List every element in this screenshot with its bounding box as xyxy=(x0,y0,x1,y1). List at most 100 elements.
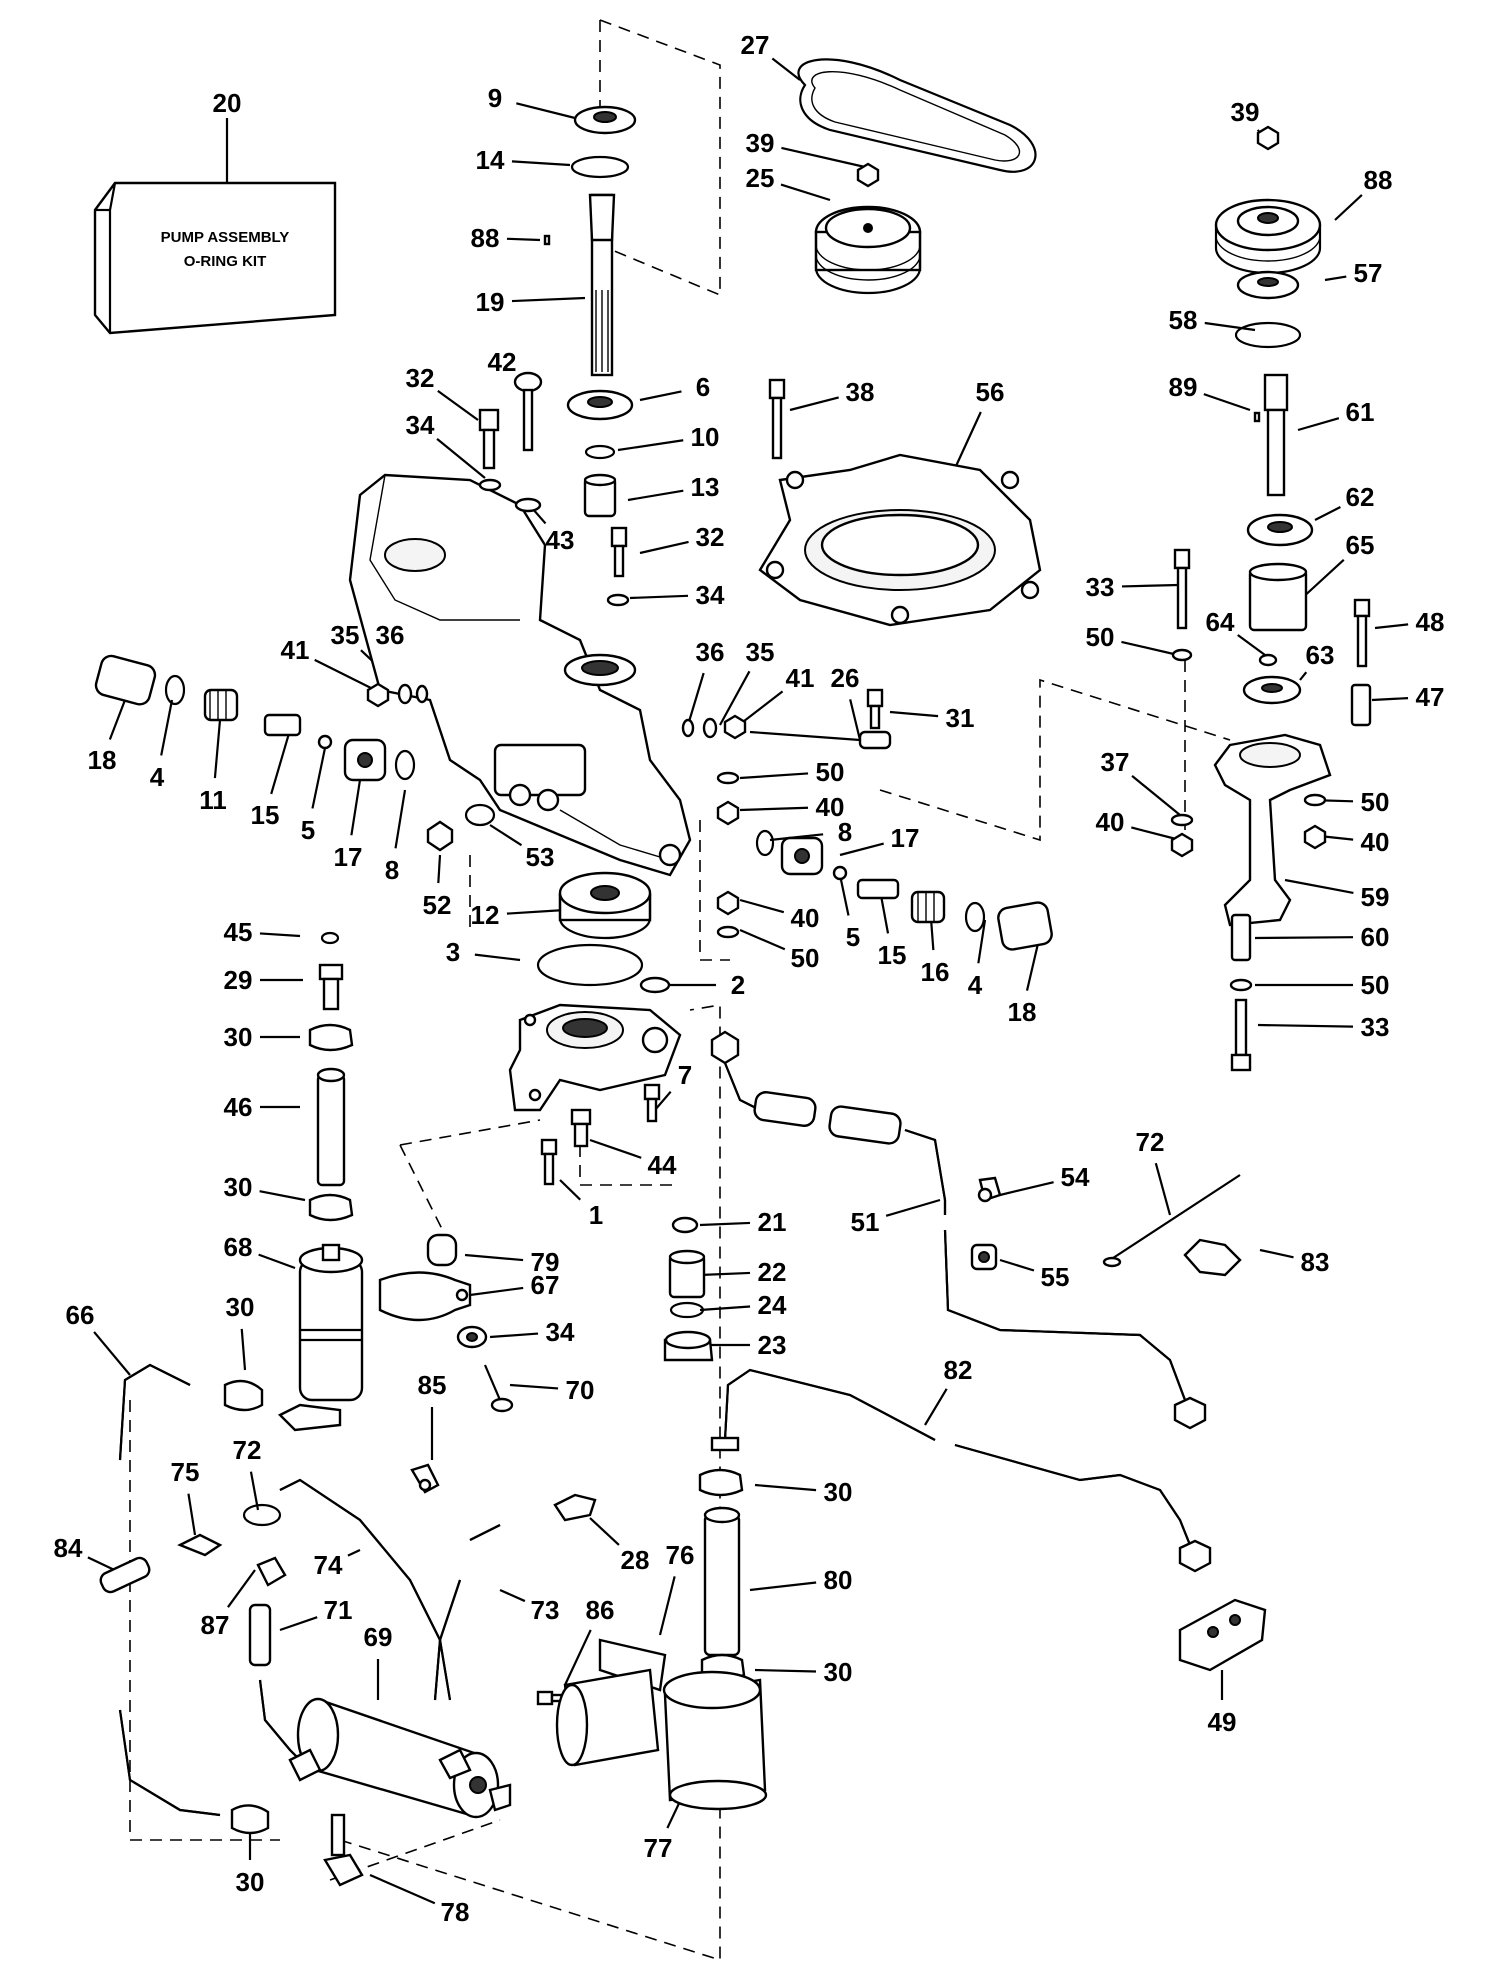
leader-line-79 xyxy=(464,1253,524,1262)
callout-71: 71 xyxy=(324,1595,353,1625)
leader-line-61 xyxy=(1297,417,1340,432)
leader-line-6 xyxy=(639,390,682,402)
callout-53: 53 xyxy=(526,842,555,872)
callout-15: 15 xyxy=(251,800,280,830)
leader-line-30 xyxy=(240,1328,247,1371)
callout-41: 41 xyxy=(281,635,310,665)
callout-37: 37 xyxy=(1101,747,1130,777)
leader-line-55 xyxy=(999,1258,1035,1272)
callout-44: 44 xyxy=(648,1150,677,1180)
leader-line-28 xyxy=(589,1517,620,1546)
callout-55: 55 xyxy=(1041,1262,1070,1292)
callout-5: 5 xyxy=(301,815,315,845)
leader-line-30 xyxy=(259,1190,306,1202)
leader-line-65 xyxy=(1299,559,1345,601)
leader-line-40 xyxy=(739,898,785,914)
callout-16: 16 xyxy=(921,957,950,987)
leader-line-64 xyxy=(1237,634,1266,656)
leader-line-25 xyxy=(780,183,831,202)
callout-40: 40 xyxy=(1096,807,1125,837)
callout-66: 66 xyxy=(66,1300,95,1330)
leader-line-12 xyxy=(506,908,566,915)
callout-26: 26 xyxy=(831,663,860,693)
callout-69: 69 xyxy=(364,1622,393,1652)
callout-17: 17 xyxy=(334,842,363,872)
idler-stack xyxy=(1170,125,1372,1072)
callout-14: 14 xyxy=(476,145,505,175)
leader-line-48 xyxy=(1374,623,1409,630)
callout-18: 18 xyxy=(1008,997,1037,1027)
leader-line-45 xyxy=(259,932,301,938)
leader-line-62 xyxy=(1314,506,1341,521)
hoses-lower xyxy=(99,1363,501,1835)
callout-17: 17 xyxy=(891,823,920,853)
leader-line-60 xyxy=(1254,936,1354,940)
callout-65: 65 xyxy=(1346,530,1375,560)
leader-line-37 xyxy=(1131,775,1181,816)
leader-line-27 xyxy=(771,57,801,81)
callout-21: 21 xyxy=(758,1207,787,1237)
leader-line-67 xyxy=(469,1286,524,1297)
callout-57: 57 xyxy=(1354,258,1383,288)
leader-line-34 xyxy=(629,594,689,600)
leader-line-35 xyxy=(719,670,751,726)
leader-line-50 xyxy=(1121,640,1179,657)
callout-13: 13 xyxy=(691,472,720,502)
callout-73: 73 xyxy=(531,1595,560,1625)
leader-line-17 xyxy=(350,779,362,836)
oil-cooler-69 xyxy=(288,1697,512,1819)
callout-74: 74 xyxy=(314,1550,343,1580)
callout-88: 88 xyxy=(471,223,500,253)
callout-34: 34 xyxy=(406,410,435,440)
callout-4: 4 xyxy=(968,970,983,1000)
callout-70: 70 xyxy=(566,1375,595,1405)
leader-line-21 xyxy=(699,1221,751,1227)
callout-27: 27 xyxy=(741,30,770,60)
leader-line-13 xyxy=(627,489,684,502)
callout-63: 63 xyxy=(1306,640,1335,670)
callout-3: 3 xyxy=(446,937,460,967)
leader-line-26 xyxy=(849,699,862,741)
mounting-bracket-56 xyxy=(758,378,1042,627)
leader-line-47 xyxy=(1371,697,1409,702)
callout-39: 39 xyxy=(746,128,775,158)
small-fittings xyxy=(177,1463,597,1587)
pump-assembly-kit-box: PUMP ASSEMBLY O-RING KIT 20 xyxy=(93,88,337,335)
callout-8: 8 xyxy=(838,817,852,847)
leader-line-75 xyxy=(187,1493,197,1536)
callout-30: 30 xyxy=(224,1172,253,1202)
callout-35: 35 xyxy=(746,637,775,667)
leader-line-9 xyxy=(516,102,576,120)
callout-25: 25 xyxy=(746,163,775,193)
leader-line-86 xyxy=(564,1629,592,1686)
callout-59: 59 xyxy=(1361,882,1390,912)
callout-49: 49 xyxy=(1208,1707,1237,1737)
callout-83: 83 xyxy=(1301,1247,1330,1277)
leader-line-7 xyxy=(654,1090,672,1111)
callout-40: 40 xyxy=(791,903,820,933)
callout-28: 28 xyxy=(621,1545,650,1575)
callout-42: 42 xyxy=(488,347,517,377)
callout-88: 88 xyxy=(1364,165,1393,195)
callout-48: 48 xyxy=(1416,607,1445,637)
pump-shaft-stack xyxy=(543,105,637,607)
callout-18: 18 xyxy=(88,745,117,775)
callout-60: 60 xyxy=(1361,922,1390,952)
callout-64: 64 xyxy=(1206,607,1235,637)
callout-68: 68 xyxy=(224,1232,253,1262)
callout-58: 58 xyxy=(1169,305,1198,335)
kit-box-line2: O-RING KIT xyxy=(184,253,267,270)
callout-40: 40 xyxy=(816,792,845,822)
callout-61: 61 xyxy=(1346,397,1375,427)
callout-56: 56 xyxy=(976,377,1005,407)
callout-38: 38 xyxy=(846,377,875,407)
leader-line-51 xyxy=(885,1198,941,1217)
callout-36: 36 xyxy=(376,620,405,650)
callout-32: 32 xyxy=(406,363,435,393)
callout-89: 89 xyxy=(1169,372,1198,402)
callout-87: 87 xyxy=(201,1610,230,1640)
callout-50: 50 xyxy=(791,943,820,973)
leader-line-19 xyxy=(511,296,586,303)
leader-line-82 xyxy=(924,1388,948,1426)
